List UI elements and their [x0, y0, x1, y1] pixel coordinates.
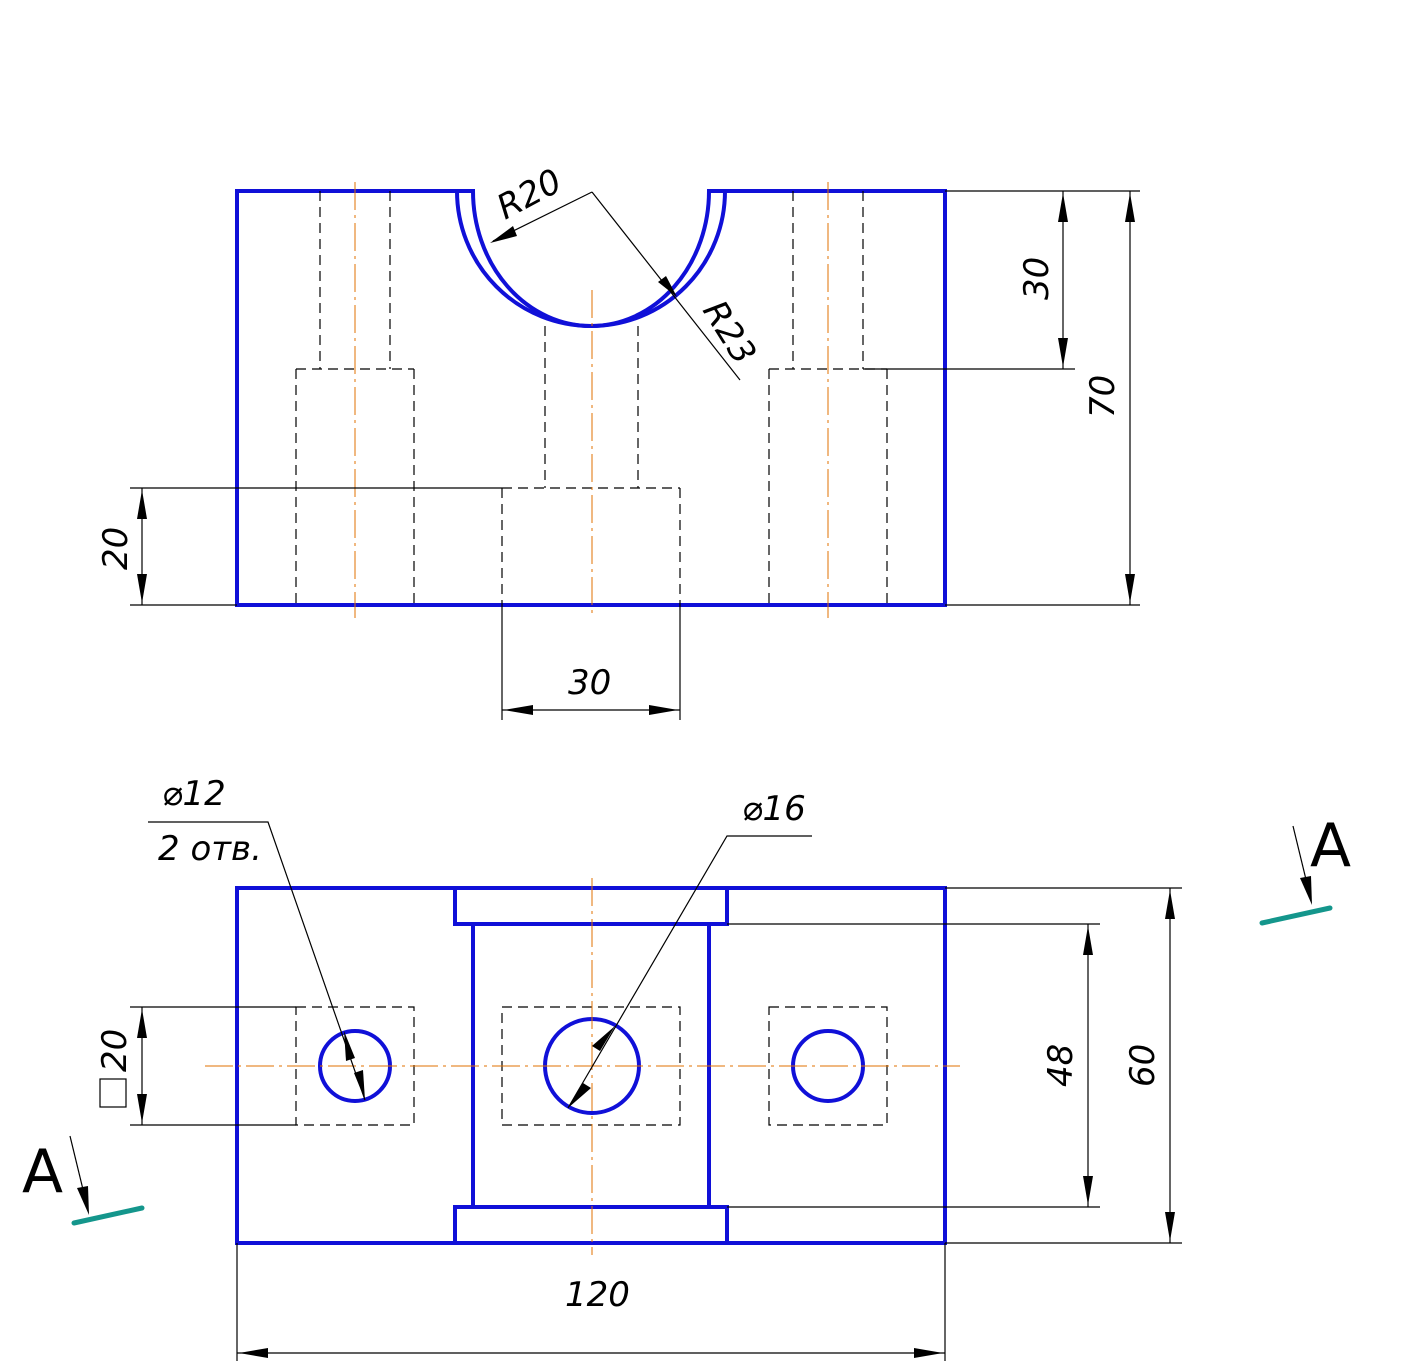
section-mark-left-label: A: [22, 1137, 63, 1207]
dim-120: 120: [236, 1243, 946, 1361]
dim-60-text: 60: [1123, 1044, 1163, 1087]
dim-square20-text: 20: [95, 1029, 135, 1072]
dim-phi16: ⌀16: [567, 789, 812, 1109]
dim-r20: R20: [490, 161, 593, 243]
dim-48-text: 48: [1041, 1044, 1081, 1087]
dim-30v-text: 30: [1017, 257, 1057, 300]
dim-30-vertical: 30: [863, 190, 1140, 370]
dim-60: 60: [945, 887, 1182, 1244]
dim-20v-text: 20: [96, 527, 136, 570]
dim-r20-text: R20: [490, 161, 568, 228]
section-mark-left: A: [22, 1135, 145, 1226]
front-inner-arc: [455, 190, 727, 328]
dim-30-horizontal: 30: [501, 605, 681, 720]
dim-70-text: 70: [1083, 375, 1123, 418]
dim-120-text: 120: [565, 1275, 630, 1315]
dim-holes-note-text: 2 отв.: [158, 829, 262, 869]
dim-48: 48: [727, 923, 1100, 1208]
dim-phi12-text: ⌀12: [162, 774, 226, 814]
right-counterbore-hidden: [768, 182, 888, 618]
dim-20-vertical: 20: [96, 487, 502, 606]
central-pocket-hidden: [501, 290, 681, 618]
dim-70: 70: [945, 191, 1140, 606]
dim-phi12: ⌀12 2 отв.: [148, 774, 366, 1101]
section-mark-right-label: A: [1310, 811, 1351, 881]
left-counterbore-hidden: [295, 182, 415, 618]
dim-phi16-text: ⌀16: [742, 789, 806, 829]
front-view: R20 R23 30 70 20: [96, 161, 1140, 720]
dim-square-20: 20: [95, 1006, 296, 1126]
dim-30h-text: 30: [568, 663, 611, 703]
dim-r23: R23: [591, 191, 764, 381]
front-outline: [235, 189, 947, 607]
square-symbol: [99, 1078, 127, 1108]
section-mark-right: A: [1259, 811, 1351, 926]
top-view: ⌀12 2 отв. ⌀16 20 48: [95, 774, 1182, 1361]
top-upper-flange: [453, 886, 729, 926]
top-lower-flange: [453, 1205, 729, 1245]
dim-r23-text: R23: [694, 294, 763, 372]
